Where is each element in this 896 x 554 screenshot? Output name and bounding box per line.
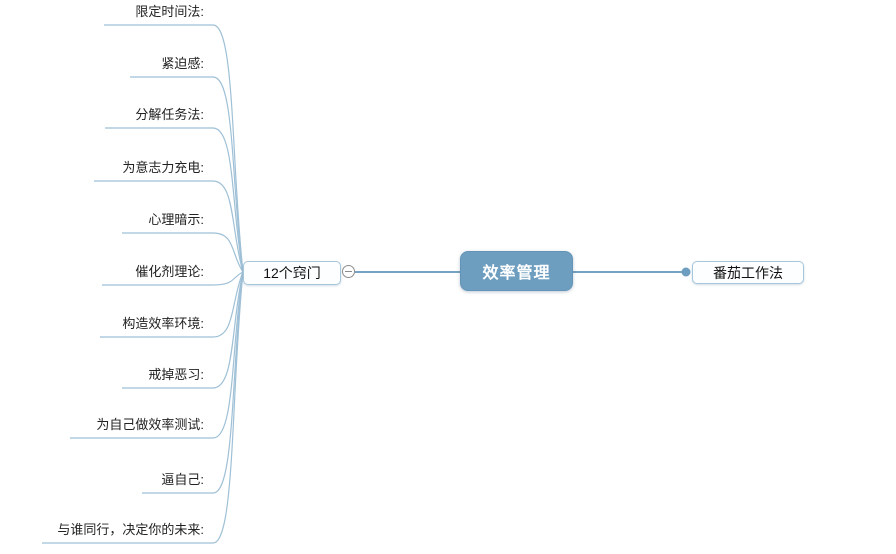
branch-curve — [42, 271, 244, 544]
branch-curve — [122, 232, 244, 273]
leaf-label-psych-suggestion[interactable]: 心理暗示: — [148, 212, 204, 227]
leaf-label-push-yourself[interactable]: 逼自己: — [161, 472, 204, 487]
leaf-label-quit-bad-habits[interactable]: 戒掉恶习: — [148, 367, 204, 382]
leaf-label-task-breakdown[interactable]: 分解任务法: — [135, 107, 204, 122]
leaf-label-catalyst-theory[interactable]: 催化剂理论: — [135, 264, 204, 279]
branch-curve — [104, 24, 244, 273]
branch-curve — [100, 271, 244, 338]
branch-curve — [105, 127, 244, 273]
leaf-label-companions-future[interactable]: 与谁同行，决定你的未来: — [57, 522, 204, 537]
leaf-label-urgency[interactable]: 紧迫感: — [161, 56, 204, 71]
leaf-label-efficiency-env[interactable]: 构造效率环境: — [122, 316, 204, 331]
branch-curve — [142, 271, 244, 494]
node-pomodoro-technique[interactable]: 番茄工作法 — [692, 261, 804, 284]
collapse-toggle-button[interactable] — [342, 265, 355, 278]
branch-curve — [122, 271, 244, 389]
connector-end-dot — [681, 267, 691, 277]
node-root-efficiency-management[interactable]: 效率管理 — [460, 251, 573, 291]
node-12-tips[interactable]: 12个窍门 — [243, 261, 341, 285]
branch-curve — [102, 271, 244, 286]
leaf-label-limited-time[interactable]: 限定时间法: — [135, 4, 204, 19]
branch-curve — [94, 180, 244, 273]
leaf-label-willpower-charge[interactable]: 为意志力充电: — [122, 160, 204, 175]
branch-curve — [70, 271, 244, 439]
branch-curve — [130, 76, 244, 273]
leaf-label-efficiency-test[interactable]: 为自己做效率测试: — [96, 417, 204, 432]
minus-icon — [345, 271, 352, 272]
